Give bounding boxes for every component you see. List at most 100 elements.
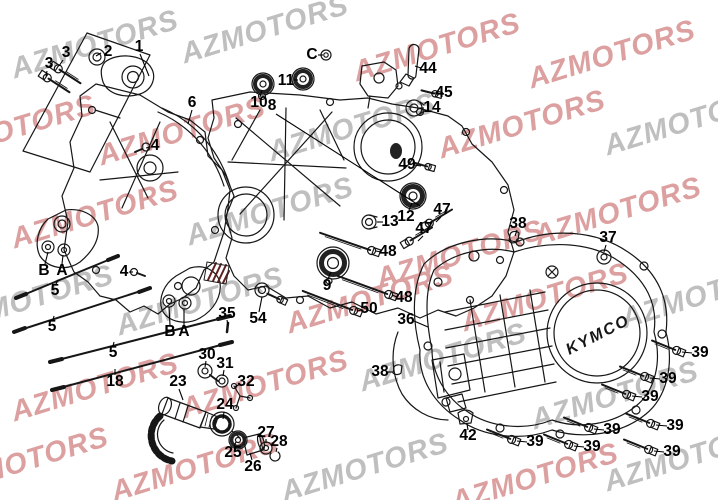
part-label-B: B (164, 323, 176, 340)
part-drawing-bearing-25 (228, 430, 248, 450)
part-label-39: 39 (663, 443, 681, 460)
leader-line-50 (356, 309, 363, 312)
part-drawing-bearing-11 (291, 67, 315, 91)
part-label-36: 36 (397, 311, 415, 328)
leader-line-23 (178, 388, 184, 401)
part-label-5: 5 (50, 282, 60, 299)
part-label-39: 39 (691, 344, 709, 361)
part-label-39: 39 (603, 421, 621, 438)
leader-line-39 (516, 440, 528, 443)
part-label-37: 37 (599, 229, 617, 246)
leader-line-B (44, 251, 49, 265)
part-drawing-bushing-26 (242, 433, 266, 456)
part-label-23: 23 (169, 373, 187, 390)
part-label-32: 32 (237, 373, 255, 390)
part-label-28: 28 (270, 433, 288, 450)
leader-line-3 (45, 70, 48, 77)
part-label-39: 39 (526, 433, 544, 450)
leader-line-31 (222, 369, 225, 377)
part-label-24: 24 (216, 396, 234, 413)
leader-line-38 (514, 229, 518, 237)
part-drawing-clip-28 (269, 451, 281, 462)
part-label-31: 31 (216, 355, 234, 372)
leader-line-5 (52, 315, 55, 321)
part-label-30: 30 (198, 346, 216, 363)
leader-line-9 (327, 271, 332, 280)
part-label-44: 44 (419, 60, 437, 77)
part-label-38: 38 (371, 363, 389, 380)
part-label-9: 9 (322, 277, 332, 294)
leader-line-24 (222, 411, 225, 420)
part-drawing-bracket-1 (22, 32, 155, 173)
part-label-2: 2 (103, 43, 113, 60)
part-label-B: B (38, 262, 50, 279)
part-label-54: 54 (249, 310, 267, 327)
part-drawing-ring-31 (215, 374, 229, 388)
part-label-48: 48 (379, 243, 397, 260)
part-label-35: 35 (218, 305, 236, 322)
leader-line-39 (655, 424, 668, 427)
part-label-50: 50 (360, 300, 378, 317)
part-label-47: 47 (433, 201, 451, 218)
part-label-26: 26 (244, 458, 262, 475)
leader-line-39 (649, 377, 661, 380)
part-label-5: 5 (108, 344, 118, 361)
leader-line-44 (414, 65, 422, 69)
part-label-45: 45 (435, 84, 453, 101)
part-drawing-right-crankcase (160, 61, 515, 323)
leader-line-4 (145, 146, 151, 149)
part-label-39: 39 (666, 417, 684, 434)
leader-line-26 (249, 452, 253, 461)
leader-line-35 (226, 319, 229, 327)
part-label-4: 4 (119, 263, 129, 280)
leader-line-5 (112, 341, 115, 347)
part-drawing-pump-area (392, 331, 474, 425)
hatch-patch (203, 261, 230, 285)
part-label-4: 4 (150, 137, 160, 154)
leader-line-12 (408, 202, 413, 211)
part-drawing-studs (12, 254, 234, 392)
part-label-3: 3 (61, 44, 71, 61)
part-label-A: A (56, 262, 68, 279)
part-label-42: 42 (459, 427, 477, 444)
leader-line-47 (435, 216, 442, 223)
part-label-5: 5 (47, 318, 57, 335)
part-label-49: 49 (398, 156, 416, 173)
part-label-C: C (306, 46, 318, 63)
part-label-48: 48 (395, 289, 413, 306)
part-drawing-pin-44 (395, 43, 420, 90)
part-label-27: 27 (257, 424, 275, 441)
leader-line-2 (95, 52, 102, 57)
leader-line-30 (204, 360, 207, 368)
leader-line-6 (187, 109, 193, 125)
leader-line-39 (593, 428, 605, 431)
leader-line-54 (258, 296, 263, 313)
leader-line-39 (653, 450, 665, 453)
part-drawing-cap-38a (508, 230, 520, 244)
leader-line-48 (391, 294, 398, 298)
part-drawing-bearing-10 (251, 72, 275, 96)
part-label-11: 11 (277, 72, 295, 89)
part-label-13: 13 (381, 213, 399, 230)
part-label-18: 18 (106, 373, 124, 390)
leader-line-B (168, 306, 171, 326)
part-label-10: 10 (250, 94, 268, 111)
part-drawing-kick-shaft-23 (147, 396, 219, 465)
part-label-25: 25 (224, 444, 242, 461)
leader-line-8 (275, 113, 421, 207)
leader-line-36 (413, 320, 429, 328)
part-drawing-link-32 (230, 382, 254, 412)
part-label-12: 12 (397, 208, 415, 225)
part-label-39: 39 (659, 370, 677, 387)
part-label-3: 3 (44, 55, 54, 72)
leader-line-3 (58, 59, 64, 67)
leader-line-39 (573, 445, 585, 448)
part-label-39: 39 (641, 388, 659, 405)
part-label-14: 14 (423, 99, 441, 116)
leader-line-42 (466, 423, 469, 431)
part-drawing-seal-9 (316, 246, 350, 285)
leader-line-39 (631, 395, 643, 398)
